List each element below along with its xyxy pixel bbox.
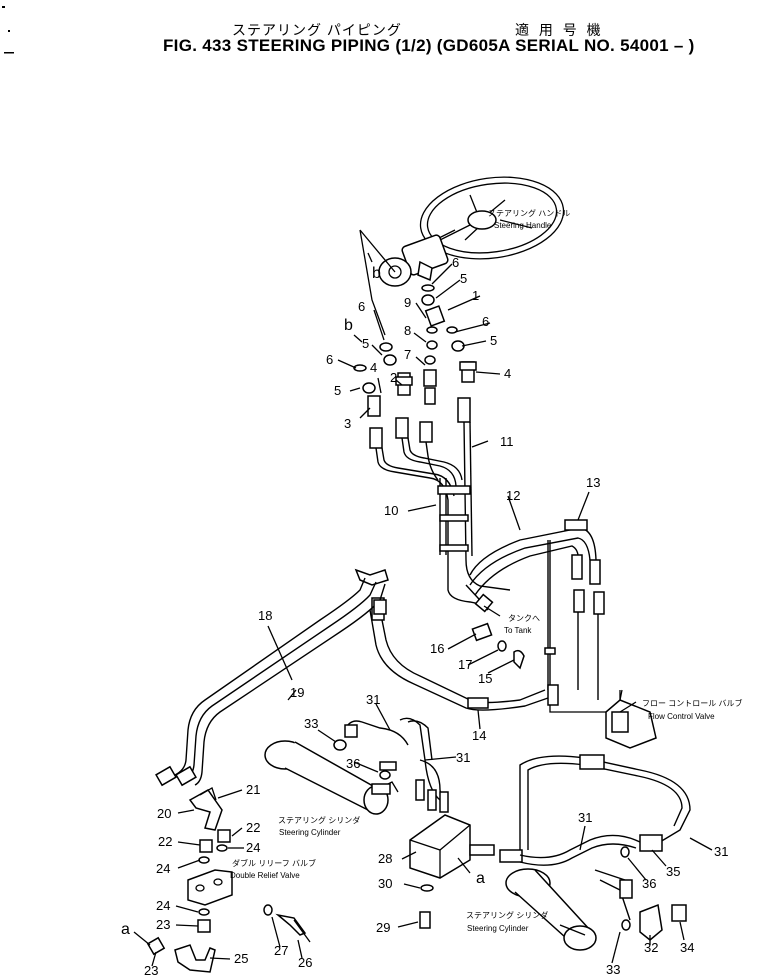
part-label-14: 14 — [472, 728, 486, 743]
part-label-8: 8 — [404, 323, 411, 338]
part-label-18: 18 — [258, 608, 272, 623]
flow-control-valve-label-jp: フロー コントロール バルブ — [642, 698, 742, 708]
part-label-36: 36 — [346, 756, 360, 771]
part-label-11: 11 — [500, 434, 514, 449]
part-label-22b: 22 — [158, 834, 172, 849]
steering-cylinder-left — [264, 740, 399, 815]
part-label-36b: 36 — [642, 876, 656, 891]
part-label-27: 27 — [274, 943, 288, 958]
upper-fittings — [353, 284, 477, 417]
part-label-22: 22 — [246, 820, 260, 835]
ref-letter-b-upper: b — [372, 265, 381, 282]
elbows-20-21 — [188, 787, 223, 831]
steering-handle-label: Steering Handle — [494, 221, 552, 230]
part-label-13: 13 — [586, 475, 600, 490]
part-label-24b: 24 — [156, 861, 170, 876]
valve-block-28 — [409, 814, 523, 929]
part-label-33: 33 — [304, 716, 318, 731]
callouts: ステアリング ハンドル Steering Handle タンクへ To Tank… — [230, 208, 742, 933]
cylinder-hoses-31 — [333, 717, 449, 813]
ref-letter-a-right: a — [476, 870, 485, 887]
reference-bracket-b — [353, 229, 396, 343]
double-relief-valve-label-jp: ダブル リリーフ バルブ — [232, 858, 316, 868]
part-label-12: 12 — [506, 488, 520, 503]
part-label-6c: 6 — [358, 299, 365, 314]
part-label-34: 34 — [680, 940, 694, 955]
pipe-31-right — [519, 754, 691, 866]
part-label-28: 28 — [378, 851, 392, 866]
part-label-20: 20 — [157, 806, 171, 821]
part-label-35: 35 — [666, 864, 680, 879]
elbow-32-cap-34 — [639, 903, 687, 941]
part-label-6b: 6 — [482, 314, 489, 329]
part-label-6d: 6 — [326, 352, 333, 367]
steering-wheel — [419, 176, 565, 260]
steering-cylinder-right — [505, 868, 633, 951]
part-label-17: 17 — [458, 657, 472, 672]
leader-lines — [133, 219, 713, 967]
part-label-21: 21 — [246, 782, 260, 797]
ref-letter-b-lower: b — [344, 317, 353, 334]
steering-cylinder-right-label: Steering Cylinder — [467, 924, 529, 933]
part-label-19: 19 — [290, 685, 304, 700]
figure-title: FIG. 433 STEERING PIPING (1/2) (GD605A S… — [163, 36, 695, 55]
part-label-4b: 4 — [504, 366, 511, 381]
part-label-31b: 31 — [456, 750, 470, 765]
part-label-4: 4 — [370, 360, 377, 375]
to-tank-label: To Tank — [504, 626, 532, 635]
steering-handle-label-jp: ステアリング ハンドル — [488, 208, 570, 218]
steering-cylinder-left-label-jp: ステアリング シリンダ — [278, 815, 360, 825]
part-label-31c: 31 — [578, 810, 592, 825]
part-label-1: 1 — [472, 288, 479, 303]
title-japanese: ステアリング パイピング — [232, 22, 402, 38]
pipes-18-19 — [155, 568, 389, 787]
part-label-10: 10 — [384, 503, 398, 518]
applicability-label: 適 用 号 機 — [515, 22, 604, 38]
part-label-5c: 5 — [362, 336, 369, 351]
part-label-16: 16 — [430, 641, 444, 656]
part-label-24c: 24 — [156, 898, 170, 913]
part-label-26: 26 — [298, 955, 312, 970]
part-label-33b: 33 — [606, 962, 620, 977]
part-label-30: 30 — [378, 876, 392, 891]
part-label-6: 6 — [452, 255, 459, 270]
part-label-15: 15 — [478, 671, 492, 686]
double-relief-valve-label: Double Relief Valve — [230, 871, 300, 880]
part-number-labels: 6 5 1 9 6 6 8 5 5 7 6 4 2 4 5 3 11 12 13… — [144, 255, 728, 978]
part-label-2: 2 — [390, 370, 397, 385]
part-label-7: 7 — [404, 347, 411, 362]
pipes-12-13 — [469, 519, 621, 713]
part-label-24: 24 — [246, 840, 260, 855]
steering-column — [378, 224, 471, 287]
steering-cylinder-right-label-jp: ステアリング シリンダ — [466, 910, 548, 920]
reference-letters: b b a a — [121, 265, 485, 938]
steering-cylinder-left-label: Steering Cylinder — [279, 828, 341, 837]
bolt-26-27 — [263, 904, 311, 943]
part-label-23: 23 — [156, 917, 170, 932]
part-label-5: 5 — [460, 271, 467, 286]
column-hoses — [369, 397, 511, 613]
part-label-3: 3 — [344, 416, 351, 431]
scan-marks — [2, 6, 14, 54]
double-relief-valve — [146, 829, 233, 973]
part-label-31: 31 — [366, 692, 380, 707]
part-label-5b: 5 — [490, 333, 497, 348]
part-label-5d: 5 — [334, 383, 341, 398]
part-label-32: 32 — [644, 940, 658, 955]
flow-control-valve-label: Flow Control Valve — [648, 712, 715, 721]
part-label-29: 29 — [376, 920, 390, 935]
part-label-23b: 23 — [144, 963, 158, 978]
part-label-25: 25 — [234, 951, 248, 966]
to-tank-label-jp: タンクへ — [508, 614, 540, 623]
part-label-9: 9 — [404, 295, 411, 310]
part-label-31d: 31 — [714, 844, 728, 859]
ref-letter-a-left: a — [121, 921, 130, 938]
